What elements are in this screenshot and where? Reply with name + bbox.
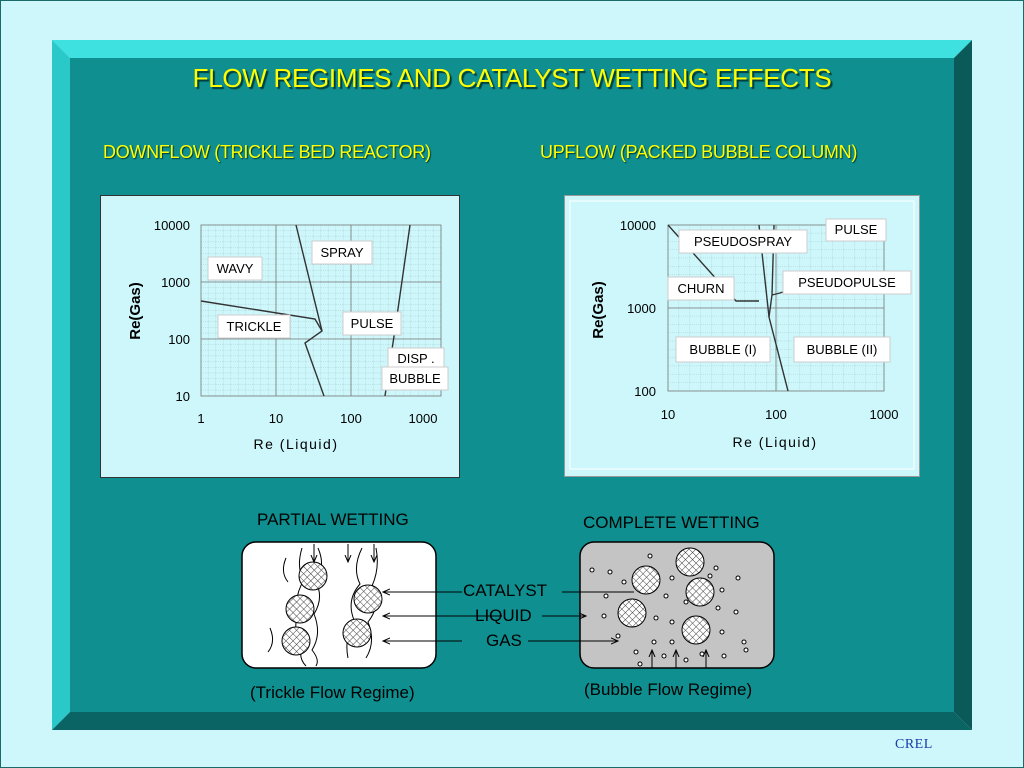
footer-logo-text: CREL bbox=[895, 737, 933, 752]
page-title: FLOW REGIMES AND CATALYST WETTING EFFECT… bbox=[192, 63, 832, 93]
y-tick: 10000 bbox=[154, 218, 190, 233]
bubble-caption: (Bubble Flow Regime) bbox=[584, 680, 753, 699]
catalyst-particle bbox=[298, 561, 328, 591]
y-tick: 1000 bbox=[161, 275, 190, 290]
region-label: WAVY bbox=[217, 261, 254, 276]
x-axis-label: Re (Liquid) bbox=[733, 434, 818, 450]
x-tick: 100 bbox=[340, 411, 362, 426]
y-tick: 10 bbox=[176, 389, 190, 404]
x-tick: 1000 bbox=[409, 411, 438, 426]
bubble-schematic-box bbox=[579, 541, 775, 669]
y-axis-label: Re(Gas) bbox=[127, 282, 144, 340]
region-label: BUBBLE bbox=[389, 371, 441, 386]
region-label: BUBBLE (II) bbox=[807, 342, 878, 357]
x-tick: 1000 bbox=[870, 407, 899, 422]
trickle-schematic-box bbox=[241, 541, 437, 669]
region-label: SPRAY bbox=[320, 245, 363, 260]
catalyst-particle bbox=[281, 626, 311, 656]
x-tick: 100 bbox=[765, 407, 787, 422]
y-axis-label: Re(Gas) bbox=[590, 281, 607, 339]
region-label: PULSE bbox=[351, 316, 394, 331]
catalyst-particle bbox=[353, 584, 383, 614]
upflow-regime-chart: 10000 1000 100 10 100 1000 Re (Liquid) R… bbox=[564, 195, 920, 482]
catalyst-particle bbox=[342, 618, 372, 648]
catalyst-particle bbox=[631, 565, 661, 595]
legend-catalyst: CATALYST bbox=[463, 581, 548, 600]
region-label: CHURN bbox=[678, 281, 725, 296]
catalyst-particle bbox=[681, 615, 711, 645]
catalyst-particle bbox=[285, 594, 315, 624]
legend-liquid: LIQUID bbox=[475, 606, 532, 625]
y-tick: 10000 bbox=[620, 218, 656, 233]
legend-gas: GAS bbox=[486, 631, 522, 650]
x-tick: 10 bbox=[269, 411, 283, 426]
trickle-caption: (Trickle Flow Regime) bbox=[250, 683, 415, 702]
x-axis-label: Re (Liquid) bbox=[254, 436, 339, 452]
region-label: PULSE bbox=[835, 222, 878, 237]
downflow-regime-chart: 10000 1000 100 10 1 10 100 1000 Re (Liqu… bbox=[100, 195, 460, 483]
partial-wetting-title: PARTIAL WETTING bbox=[257, 510, 409, 529]
y-tick: 1000 bbox=[627, 301, 656, 316]
catalyst-particle bbox=[675, 547, 705, 577]
region-label: PSEUDOSPRAY bbox=[694, 234, 792, 249]
region-label: TRICKLE bbox=[227, 319, 282, 334]
y-tick: 100 bbox=[634, 384, 656, 399]
complete-wetting-title: COMPLETE WETTING bbox=[583, 513, 760, 532]
region-label: PSEUDOPULSE bbox=[798, 275, 896, 290]
catalyst-particle bbox=[617, 598, 647, 628]
x-tick: 10 bbox=[661, 407, 675, 422]
downflow-heading: DOWNFLOW (TRICKLE BED REACTOR) bbox=[103, 142, 431, 162]
wetting-schematic bbox=[241, 541, 775, 669]
region-label: BUBBLE (I) bbox=[689, 342, 756, 357]
catalyst-particle bbox=[685, 577, 715, 607]
x-tick: 1 bbox=[197, 411, 204, 426]
y-tick: 100 bbox=[168, 332, 190, 347]
upflow-heading: UPFLOW (PACKED BUBBLE COLUMN) bbox=[540, 142, 858, 162]
region-label: DISP . bbox=[397, 351, 434, 366]
